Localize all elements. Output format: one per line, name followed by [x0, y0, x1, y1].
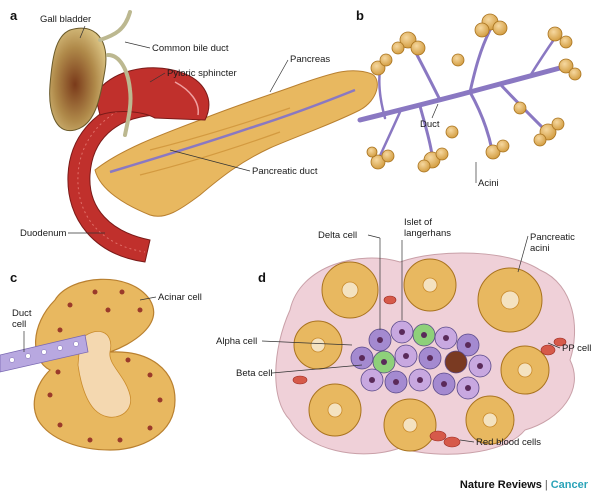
acinar-cell-nuclei	[47, 289, 163, 443]
label-alpha-cell: Alpha cell	[216, 336, 257, 347]
panel-c: c Duct cell Acinar cell	[0, 270, 202, 451]
label-acinar-cell: Acinar cell	[158, 292, 202, 303]
acini-clusters	[366, 13, 582, 173]
red-blood-cells	[292, 295, 567, 448]
islet-cells	[350, 320, 492, 400]
panel-b: b Duct Acini	[356, 8, 582, 189]
label-pyloric-sphincter: Pyloric sphincter	[167, 68, 237, 79]
label-pancreas: Pancreas	[290, 54, 330, 65]
journal-credit: Nature Reviews|Cancer	[460, 479, 588, 491]
common-bile-duct-shape	[98, 10, 133, 137]
label-gall-bladder: Gall bladder	[40, 14, 91, 25]
gall-bladder-shape	[49, 27, 107, 132]
label-delta-cell: Delta cell	[318, 230, 357, 241]
label-pancreatic-acini-line2: acini	[530, 243, 550, 254]
panel-c-letter: c	[10, 270, 17, 285]
label-islet-line1: Islet of	[404, 217, 432, 228]
credit-separator: |	[544, 479, 548, 491]
credit-section: Cancer	[550, 479, 588, 491]
label-duct: Duct	[420, 119, 440, 130]
label-pancreatic-duct: Pancreatic duct	[252, 166, 318, 177]
credit-journal: Nature Reviews	[459, 479, 542, 491]
label-duct-cell-line1: Duct	[12, 308, 32, 319]
panel-d: d	[216, 217, 591, 455]
pancreatic-duct-shape	[109, 88, 356, 174]
label-islet-line2: langerhans	[404, 228, 451, 239]
label-pancreatic-acini-line1: Pancreatic	[530, 232, 575, 243]
label-duodenum: Duodenum	[20, 228, 67, 239]
label-red-blood-cells: Red blood cells	[476, 437, 541, 448]
label-pp-cell: PP cell	[562, 343, 591, 354]
label-duct-cell-line2: cell	[12, 319, 26, 330]
acinus-lumen	[77, 331, 132, 418]
duct-tree	[357, 28, 563, 162]
panel-a: a Gall bladder Common bile duct Pyloric …	[10, 8, 378, 263]
panel-a-letter: a	[10, 8, 18, 23]
panel-d-letter: d	[258, 270, 266, 285]
pancreatic-acini-rings	[293, 258, 550, 452]
label-common-bile-duct: Common bile duct	[152, 43, 229, 54]
panel-b-letter: b	[356, 8, 364, 23]
pancreas-shape	[94, 70, 378, 217]
label-beta-cell: Beta cell	[236, 368, 272, 379]
label-acini: Acini	[478, 178, 499, 189]
